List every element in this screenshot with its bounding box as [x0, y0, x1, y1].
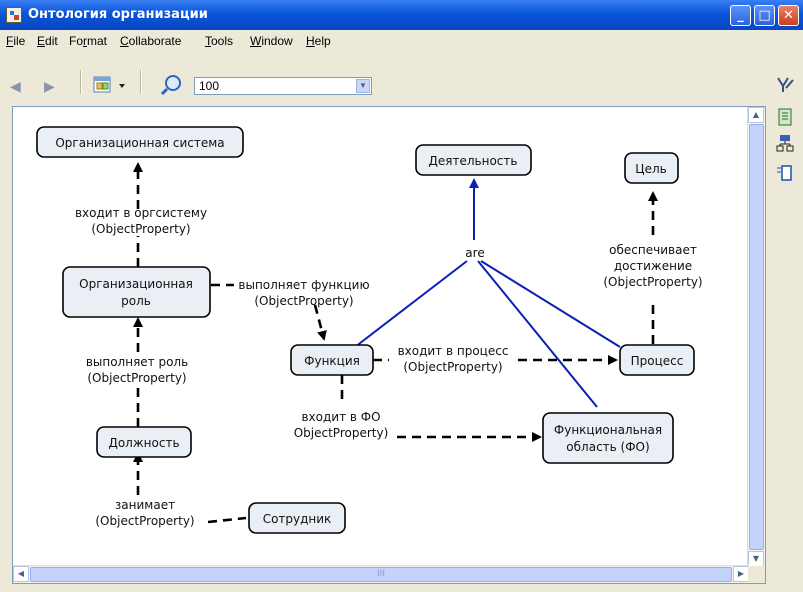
- chevron-down-icon[interactable]: ▼: [356, 79, 370, 93]
- scroll-left-icon[interactable]: ◀: [13, 566, 29, 582]
- label-part-of-functional-area: входит в ФО ObjectProperty): [294, 410, 389, 440]
- svg-text:достижение: достижение: [614, 259, 692, 273]
- forward-arrow-icon[interactable]: ▶: [44, 78, 55, 94]
- window-title: Онтология организации: [28, 7, 208, 22]
- svg-text:Функция: Функция: [304, 354, 360, 368]
- node-employee[interactable]: Сотрудник: [248, 502, 346, 534]
- zoom-icon[interactable]: [160, 74, 184, 96]
- are-link-function: [354, 260, 468, 348]
- horizontal-scrollbar[interactable]: ◀ III ▶: [13, 565, 749, 583]
- node-org-role[interactable]: Организационная роль: [62, 266, 211, 318]
- label-part-of-orgsystem: входит в оргсистему (ObjectProperty): [75, 206, 207, 236]
- svg-text:Организационная система: Организационная система: [55, 136, 224, 150]
- horizontal-scroll-thumb[interactable]: III: [30, 567, 732, 582]
- menu-edit[interactable]: Edit: [37, 34, 58, 48]
- svg-text:область (ФО): область (ФО): [566, 440, 649, 454]
- svg-text:роль: роль: [121, 294, 151, 308]
- menu-collaborate[interactable]: Collaborate: [120, 34, 182, 48]
- label-ensures-goal: обеспечивает достижение (ObjectProperty): [603, 243, 702, 289]
- svg-text:Должность: Должность: [108, 436, 179, 450]
- label-are: are: [465, 246, 484, 260]
- svg-text:Цель: Цель: [635, 162, 666, 176]
- svg-text:Функциональная: Функциональная: [554, 423, 662, 437]
- svg-text:Процесс: Процесс: [631, 354, 684, 368]
- svg-text:(ObjectProperty): (ObjectProperty): [603, 275, 702, 289]
- close-button[interactable]: ✕: [778, 5, 799, 26]
- app-icon: [6, 7, 22, 23]
- are-link-functional-area: [477, 260, 598, 408]
- node-goal[interactable]: Цель: [624, 152, 679, 184]
- svg-text:(ObjectProperty): (ObjectProperty): [403, 360, 502, 374]
- svg-text:занимает: занимает: [115, 498, 175, 512]
- collaboration-icon[interactable]: [774, 74, 796, 94]
- concept-map[interactable]: Организационная система Организационная …: [13, 107, 749, 567]
- link-employee-to-position-lower: [207, 516, 247, 524]
- node-org-system[interactable]: Организационная система: [36, 126, 244, 158]
- scroll-down-icon[interactable]: ▼: [748, 551, 764, 567]
- vertical-scrollbar[interactable]: ▲ ▼: [747, 107, 765, 567]
- label-performs-function: выполняет функцию (ObjectProperty): [238, 278, 369, 308]
- svg-text:входит в ФО: входит в ФО: [301, 410, 380, 424]
- minimize-button[interactable]: _: [730, 5, 751, 26]
- svg-text:входит в процесс: входит в процесс: [398, 344, 509, 358]
- svg-text:Деятельность: Деятельность: [429, 154, 518, 168]
- label-performs-role: выполняет роль (ObjectProperty): [86, 355, 188, 385]
- toolbar: ◀ ▶ 100 ▼: [0, 52, 803, 102]
- hierarchy-icon[interactable]: [776, 134, 794, 156]
- zoom-select[interactable]: 100 ▼: [194, 77, 372, 95]
- notes-icon[interactable]: [776, 108, 794, 126]
- svg-text:входит в оргсистему: входит в оргсистему: [75, 206, 207, 220]
- menu-file[interactable]: File: [6, 34, 26, 48]
- svg-text:выполняет роль: выполняет роль: [86, 355, 188, 369]
- svg-text:выполняет функцию: выполняет функцию: [238, 278, 369, 292]
- menu-help[interactable]: Help: [306, 34, 331, 48]
- node-functional-area[interactable]: Функциональная область (ФО): [542, 412, 674, 464]
- svg-text:обеспечивает: обеспечивает: [609, 243, 697, 257]
- node-activity[interactable]: Деятельность: [415, 144, 532, 176]
- title-bar[interactable]: Онтология организации _ □ ✕: [0, 0, 803, 30]
- scroll-thumb-grip: III: [377, 569, 385, 579]
- menu-bar: File Edit Format Collaborate Tools Windo…: [0, 30, 803, 52]
- link-role-to-function-end: [313, 304, 327, 341]
- label-part-of-process: входит в процесс (ObjectProperty): [398, 344, 509, 374]
- scroll-up-icon[interactable]: ▲: [748, 107, 764, 123]
- svg-text:ObjectProperty): ObjectProperty): [294, 426, 389, 440]
- pages-icon[interactable]: [776, 164, 794, 186]
- menu-tools[interactable]: Tools: [205, 34, 234, 48]
- svg-text:Сотрудник: Сотрудник: [263, 512, 332, 526]
- toolbar-separator-2: [140, 70, 142, 94]
- svg-text:(ObjectProperty): (ObjectProperty): [95, 514, 194, 528]
- svg-text:(ObjectProperty): (ObjectProperty): [254, 294, 353, 308]
- vertical-scroll-thumb[interactable]: [749, 124, 764, 550]
- node-position[interactable]: Должность: [96, 426, 192, 458]
- toolbar-separator: [80, 70, 82, 94]
- node-process[interactable]: Процесс: [619, 344, 695, 376]
- menu-window[interactable]: Window: [250, 34, 293, 48]
- diagram-canvas[interactable]: Организационная система Организационная …: [12, 106, 766, 584]
- are-link-process: [480, 260, 621, 348]
- view-options-icon[interactable]: [92, 74, 130, 96]
- node-function[interactable]: Функция: [290, 344, 374, 376]
- back-arrow-icon[interactable]: ◀: [10, 78, 21, 94]
- maximize-button[interactable]: □: [754, 5, 775, 26]
- zoom-value: 100: [199, 79, 220, 93]
- scroll-corner: [748, 566, 765, 583]
- svg-text:(ObjectProperty): (ObjectProperty): [91, 222, 190, 236]
- svg-text:(ObjectProperty): (ObjectProperty): [87, 371, 186, 385]
- svg-text:Организационная: Организационная: [79, 277, 193, 291]
- scroll-right-icon[interactable]: ▶: [733, 566, 749, 582]
- menu-format[interactable]: Format: [69, 34, 108, 48]
- label-occupies: занимает (ObjectProperty): [95, 498, 194, 528]
